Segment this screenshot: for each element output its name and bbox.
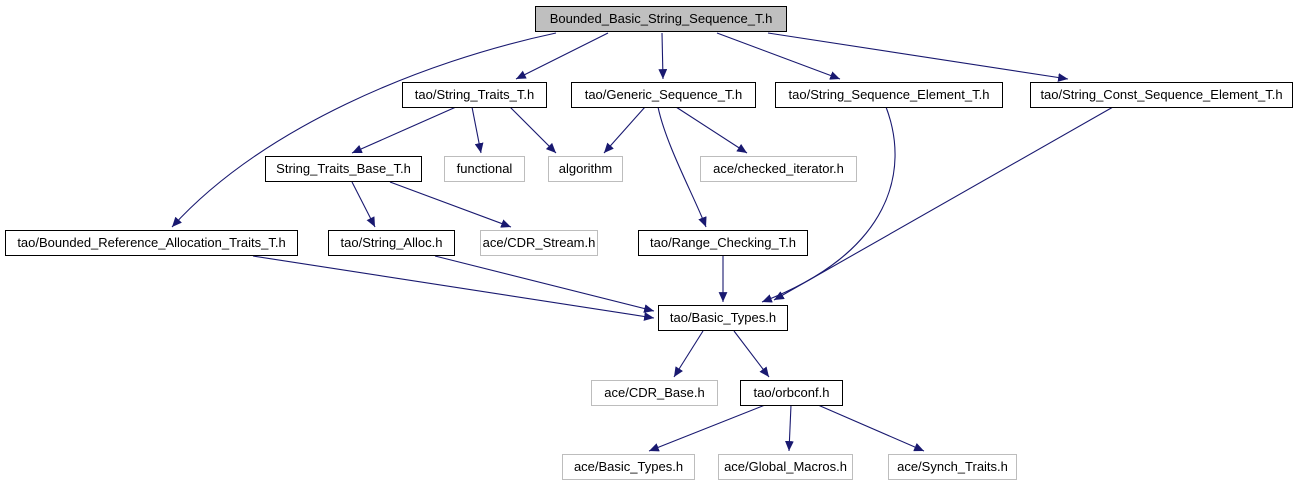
edge-root-to-string-seq-element — [716, 32, 841, 80]
node-functional: functional — [444, 156, 525, 182]
edge-orbconf-to-synch-traits — [817, 404, 925, 452]
edge-generic-to-algorithm — [603, 106, 646, 154]
edge-string-traits-to-base — [351, 106, 457, 154]
node-orbconf-h[interactable]: tao/orbconf.h — [740, 380, 843, 406]
edge-generic-to-range-checking — [657, 106, 707, 228]
node-string-sequence-element-t-h[interactable]: tao/String_Sequence_Element_T.h — [775, 82, 1003, 108]
node-cdr-base-h: ace/CDR_Base.h — [591, 380, 718, 406]
node-string-const-sequence-element-t-h[interactable]: tao/String_Const_Sequence_Element_T.h — [1030, 82, 1293, 108]
node-string-traits-base-t-h[interactable]: String_Traits_Base_T.h — [265, 156, 422, 182]
node-cdr-stream-h: ace/CDR_Stream.h — [480, 230, 598, 256]
edge-root-to-bounded-ref — [171, 32, 557, 228]
node-synch-traits-h: ace/Synch_Traits.h — [888, 454, 1017, 480]
edge-string-alloc-to-basic-types — [434, 255, 655, 313]
edge-root-to-string-const-seq — [767, 32, 1069, 82]
edge-base-to-string-alloc — [351, 181, 376, 228]
node-algorithm: algorithm — [548, 156, 623, 182]
edge-string-traits-to-algorithm — [509, 106, 557, 154]
node-bounded-basic-string-sequence-t-h: Bounded_Basic_String_Sequence_T.h — [535, 6, 787, 32]
edge-basic-types-to-orbconf — [733, 330, 770, 378]
node-bounded-reference-allocation-traits-t-h[interactable]: tao/Bounded_Reference_Allocation_Traits_… — [5, 230, 298, 256]
node-checked-iterator-h: ace/checked_iterator.h — [700, 156, 857, 182]
edge-orbconf-to-ace-basic-types — [648, 404, 766, 452]
node-global-macros-h: ace/Global_Macros.h — [718, 454, 853, 480]
node-string-traits-t-h[interactable]: tao/String_Traits_T.h — [402, 82, 547, 108]
node-generic-sequence-t-h[interactable]: tao/Generic_Sequence_T.h — [571, 82, 756, 108]
edge-root-to-generic-sequence — [658, 32, 668, 80]
edge-string-traits-to-functional — [471, 106, 484, 154]
edge-root-to-string-traits — [515, 32, 609, 80]
node-string-alloc-h[interactable]: tao/String_Alloc.h — [328, 230, 455, 256]
node-range-checking-t-h[interactable]: tao/Range_Checking_T.h — [638, 230, 808, 256]
edge-string-const-seq-to-basic-types — [773, 106, 1114, 301]
edge-base-to-cdr-stream — [389, 181, 512, 228]
edge-bounded-ref-to-basic-types — [252, 255, 655, 321]
node-basic-types-h[interactable]: tao/Basic_Types.h — [658, 305, 788, 331]
edge-basic-types-to-cdr-base — [673, 330, 704, 378]
node-ace-basic-types-h: ace/Basic_Types.h — [562, 454, 695, 480]
edge-generic-to-checked-iterator — [675, 106, 748, 154]
edge-string-seq-elem-to-basic-types — [761, 106, 896, 303]
edge-orbconf-to-global-macros — [785, 404, 794, 452]
